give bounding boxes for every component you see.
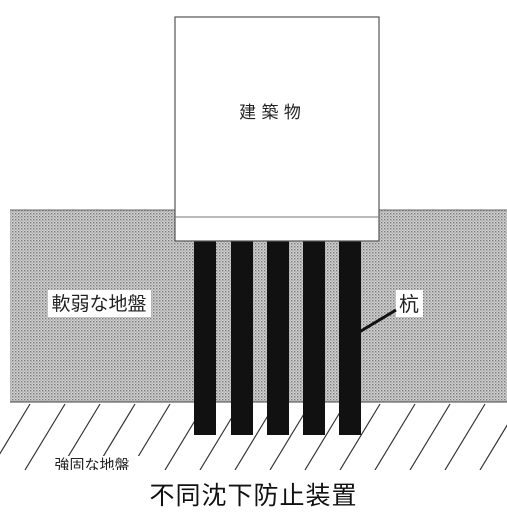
foundation-diagram: 建 築 物 軟弱な地盤 杭 強固な地盤 [0,16,507,470]
hatch-line [444,403,486,470]
pile-label: 杭 [399,292,419,316]
pile [267,241,289,435]
pile [231,241,253,435]
hatch-line [374,403,416,470]
hatch-line [339,403,381,470]
building-label: 建 築 物 [239,103,301,123]
pile-leader-line [355,308,397,336]
hatch-line [409,403,451,470]
hatch-line [24,403,66,470]
building-box [174,16,380,242]
pile [303,241,325,435]
firm-ground-label: 強固な地盤 [54,456,129,470]
firm-ground-label-bg [44,456,142,470]
hatch-line [479,424,507,470]
soft-ground-label-bg [48,290,151,317]
hatch-line [304,403,346,470]
pile-label-bg [396,290,423,317]
piles [194,241,361,435]
pile [339,241,361,435]
hatch-line [0,403,31,455]
pile [194,241,216,435]
soft-ground-label: 軟弱な地盤 [51,293,146,315]
caption: 不同沈下防止装置 [149,481,358,510]
